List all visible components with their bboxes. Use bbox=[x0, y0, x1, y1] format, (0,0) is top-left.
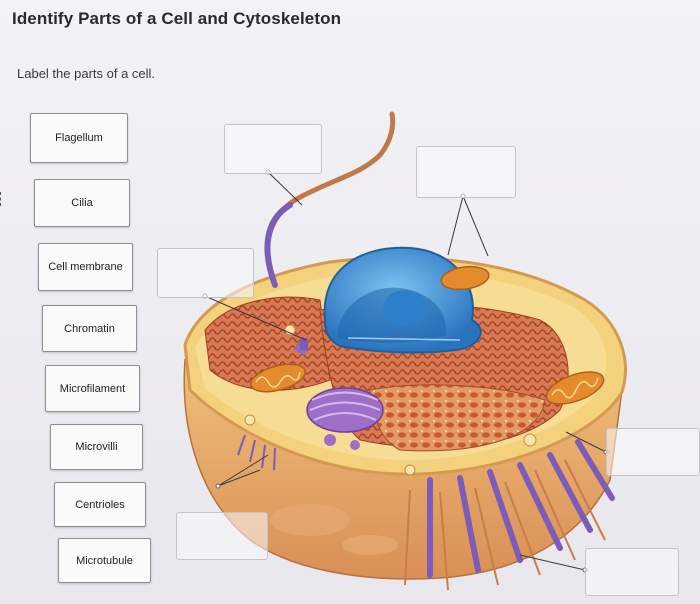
label-microfilament[interactable]: Microfilament bbox=[45, 365, 140, 412]
golgi-apparatus bbox=[306, 387, 384, 450]
leader-line-3 bbox=[204, 295, 307, 341]
drop-target-2[interactable] bbox=[416, 146, 516, 198]
leader-line-5 bbox=[217, 454, 269, 487]
label-cell-membrane[interactable]: Cell membrane bbox=[38, 243, 133, 291]
instruction-text: Label the parts of a cell. bbox=[17, 66, 156, 81]
drop-target-4[interactable] bbox=[606, 428, 700, 476]
drop-target-6[interactable] bbox=[585, 548, 679, 596]
label-microvilli[interactable]: Microvilli bbox=[50, 424, 143, 470]
nucleolus bbox=[383, 290, 427, 326]
microvilli bbox=[427, 439, 615, 578]
label-centrioles[interactable]: Centrioles bbox=[54, 482, 146, 527]
label-chromatin[interactable]: Chromatin bbox=[42, 305, 137, 352]
mitochondrion-right bbox=[545, 371, 605, 405]
label-microtubule[interactable]: Microtubule bbox=[58, 538, 151, 583]
centriole bbox=[293, 338, 309, 356]
leader-line-1 bbox=[267, 171, 303, 206]
leader-line-2 bbox=[447, 195, 464, 256]
label-cilia[interactable]: Cilia bbox=[34, 179, 130, 227]
label-flagellum[interactable]: Flagellum bbox=[30, 113, 128, 163]
leader-line-6 bbox=[519, 554, 586, 571]
edge-marker bbox=[0, 192, 7, 206]
page-title: Identify Parts of a Cell and Cytoskeleto… bbox=[12, 9, 342, 28]
drop-target-5[interactable] bbox=[176, 512, 268, 560]
drop-target-1[interactable] bbox=[224, 124, 322, 174]
mitochondrion-top bbox=[440, 265, 490, 291]
mitochondrion-left bbox=[250, 363, 306, 393]
leader-line-4 bbox=[565, 431, 607, 453]
drop-target-3[interactable] bbox=[157, 248, 254, 298]
